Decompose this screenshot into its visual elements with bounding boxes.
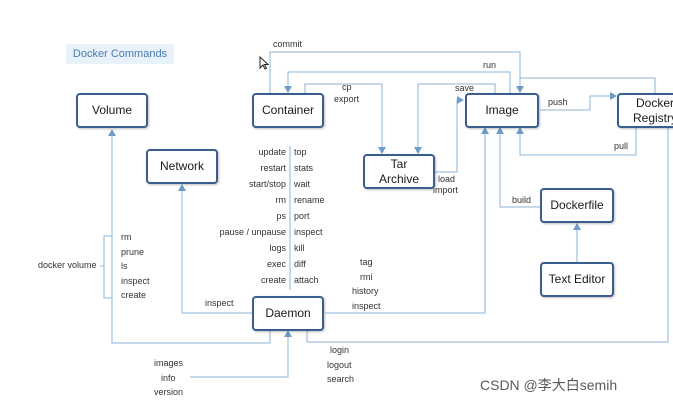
- cmd-logs: logs: [269, 243, 286, 253]
- cmd-stats: stats: [294, 163, 314, 173]
- container-cmds-left: update restart start/stop rm ps pause / …: [196, 144, 286, 288]
- cmd-top: top: [294, 147, 307, 157]
- image-cmd-tag: tag: [360, 257, 373, 267]
- daemon-cmds-left: images info version: [154, 356, 183, 400]
- text-editor-label: Text Editor: [548, 272, 606, 286]
- cmd-ps: ps: [276, 211, 286, 221]
- volume-cmd-create: create: [121, 290, 147, 300]
- volume-bracket: [103, 235, 112, 299]
- volume-cmd-ls: ls: [121, 261, 128, 271]
- push-line: [540, 92, 617, 111]
- network-node: Network: [146, 149, 218, 184]
- pull-line: [516, 127, 637, 156]
- run-label: run: [483, 60, 497, 70]
- container-label: Container: [261, 103, 315, 117]
- cmd-diff: diff: [294, 259, 306, 269]
- watermark: CSDN @李大白semih: [480, 377, 618, 393]
- cmd-kill: kill: [294, 243, 305, 253]
- load-label: load: [438, 174, 456, 184]
- cmd-pause-unpause: pause / unpause: [219, 227, 286, 237]
- volume-node: Volume: [76, 93, 148, 128]
- cmd-exec: exec: [266, 259, 286, 269]
- commit-label: commit: [273, 39, 302, 49]
- inspect-label: inspect: [205, 298, 234, 308]
- dockerfile-label: Dockerfile: [550, 198, 604, 212]
- volume-cmd-rm: rm: [121, 232, 132, 242]
- cp-export-line: [304, 83, 386, 154]
- load-import-line: [435, 96, 464, 173]
- image-cmd-rmi: rmi: [360, 271, 373, 282]
- mouse-cursor-icon: [259, 56, 269, 70]
- network-line: [178, 184, 252, 314]
- registry-top-line: [520, 77, 656, 94]
- daemon-cmd-info: info: [161, 372, 176, 383]
- cmd-attach: attach: [294, 275, 319, 285]
- cmd-rename: rename: [294, 195, 325, 205]
- docker-registry-node: Docker Registry: [617, 93, 673, 128]
- cmd-port: port: [294, 211, 310, 221]
- cmd-create: create: [260, 275, 286, 285]
- volume-cmd-prune: prune: [121, 246, 145, 257]
- daemon-node: Daemon: [252, 296, 324, 331]
- pull-label: pull: [614, 141, 629, 151]
- network-label: Network: [159, 159, 204, 173]
- daemon-cmds-right: login logout search: [327, 343, 354, 387]
- cmd-inspect: inspect: [294, 227, 323, 237]
- daemon-bottom-line: [190, 330, 292, 378]
- cmd-restart: restart: [260, 163, 286, 173]
- commit-line: [269, 51, 524, 93]
- image-node: Image: [465, 93, 539, 128]
- cmd-update: update: [258, 147, 286, 157]
- container-cmds-right: top stats wait rename port inspect kill …: [294, 144, 325, 288]
- save-line: [414, 83, 496, 154]
- cmd-wait: wait: [294, 179, 311, 189]
- volume-cmd-inspect: inspect: [121, 275, 150, 286]
- daemon-cmd-login: login: [330, 345, 350, 355]
- cmd-start-stop: start/stop: [248, 179, 286, 189]
- tar-archive-node: Tar Archive: [363, 154, 435, 189]
- diagram-title: Docker Commands: [66, 44, 174, 64]
- text-editor-node: Text Editor: [540, 262, 614, 297]
- dockerfile-node: Dockerfile: [540, 188, 614, 223]
- build-line: [496, 127, 540, 208]
- image-cmd-history: history: [352, 286, 379, 296]
- daemon-label: Daemon: [265, 306, 311, 320]
- image-cmds: tag rmi history inspect: [352, 255, 381, 313]
- volume-label: Volume: [91, 103, 133, 117]
- volume-cmds: rm prune ls inspect create: [121, 230, 150, 303]
- cp-label: cp: [342, 82, 352, 92]
- save-label: save: [455, 83, 475, 93]
- build-label: build: [512, 195, 532, 205]
- export-label: export: [334, 94, 360, 104]
- docker-registry-label: Docker Registry: [633, 95, 673, 125]
- daemon-image-line: [325, 127, 489, 314]
- tar-archive-label: Tar Archive: [378, 156, 419, 186]
- daemon-cmd-logout: logout: [327, 359, 352, 370]
- daemon-cmd-version: version: [154, 387, 184, 397]
- run-line: [284, 71, 511, 93]
- push-label: push: [548, 97, 568, 107]
- image-cmd-inspect: inspect: [352, 300, 381, 311]
- import-label: import: [433, 185, 459, 195]
- daemon-registry-line: [306, 127, 669, 343]
- docker-volume-label: docker volume: [38, 260, 97, 270]
- image-label: Image: [485, 103, 519, 117]
- container-node: Container: [252, 93, 324, 128]
- cmd-rm: rm: [275, 195, 287, 205]
- daemon-cmd-images: images: [154, 358, 184, 368]
- daemon-cmd-search: search: [327, 374, 355, 384]
